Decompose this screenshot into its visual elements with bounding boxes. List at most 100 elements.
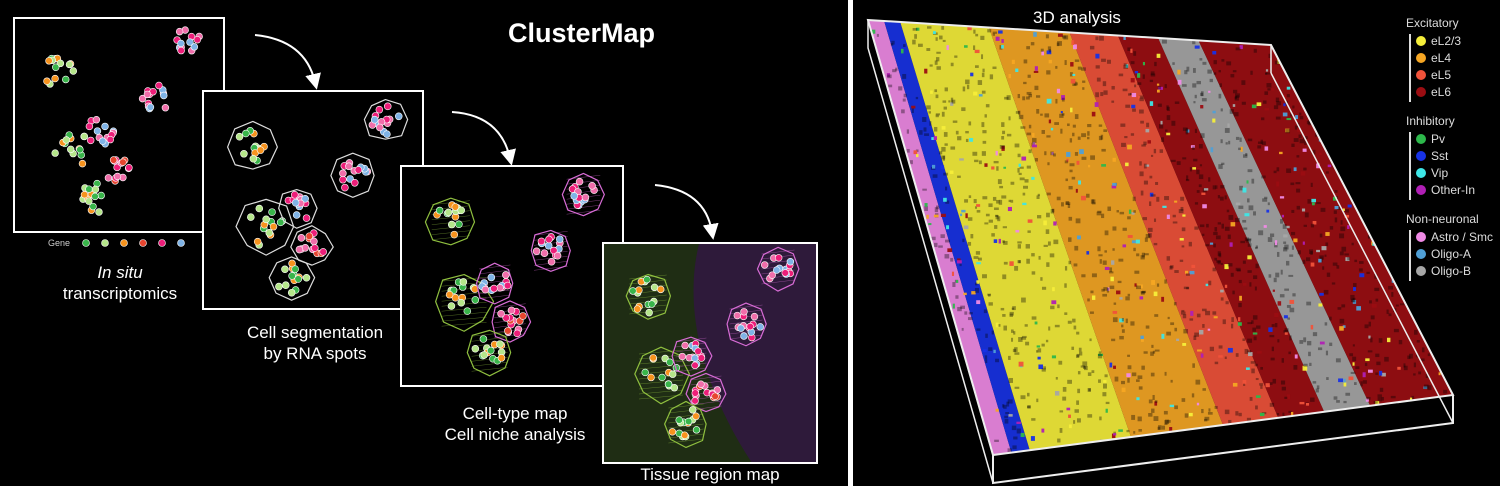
cell-speck bbox=[956, 260, 962, 264]
cell-speck bbox=[1194, 128, 1197, 134]
cell-speck bbox=[1257, 351, 1262, 354]
cell-speck bbox=[1070, 78, 1076, 84]
cell-speck bbox=[1020, 126, 1026, 129]
cell-speck bbox=[984, 355, 988, 360]
rna-spot bbox=[447, 302, 456, 310]
cell-speck bbox=[1139, 95, 1144, 99]
cell-speck bbox=[1136, 285, 1141, 290]
cell-speck bbox=[1134, 283, 1137, 287]
cell-speck bbox=[1220, 196, 1224, 201]
rna-spot bbox=[694, 347, 702, 355]
rna-spot bbox=[773, 266, 781, 274]
cell-speck bbox=[1024, 324, 1028, 327]
cell-mesh-line bbox=[629, 284, 667, 290]
cell-speck bbox=[1027, 74, 1031, 78]
rna-spot bbox=[341, 183, 349, 192]
cell-speck bbox=[1089, 311, 1094, 314]
cell-speck bbox=[1237, 322, 1242, 326]
cell-speck bbox=[1006, 401, 1010, 407]
cell-speck bbox=[1414, 329, 1418, 335]
cell-speck bbox=[1230, 272, 1234, 277]
cell-speck bbox=[1264, 108, 1269, 111]
cell-speck bbox=[912, 39, 916, 45]
cell-speck bbox=[1221, 59, 1225, 62]
rna-spot bbox=[294, 275, 303, 283]
cell-speck bbox=[1149, 192, 1154, 197]
rna-spot bbox=[370, 115, 379, 124]
cell-speck bbox=[1077, 388, 1081, 394]
panel-tissue-region-map bbox=[602, 242, 818, 464]
cell-speck bbox=[1073, 263, 1078, 267]
cell-speck bbox=[1324, 322, 1328, 326]
cell-speck bbox=[1073, 44, 1077, 50]
cell-mesh-line bbox=[675, 362, 707, 368]
cell-speck bbox=[1296, 205, 1301, 210]
cell-speck bbox=[1242, 219, 1247, 223]
cell-speck bbox=[1185, 179, 1190, 182]
cell-speck bbox=[1276, 413, 1280, 416]
cell-speck bbox=[1180, 311, 1186, 315]
cell-speck bbox=[1283, 330, 1288, 333]
rna-spot bbox=[692, 412, 700, 420]
cell-speck bbox=[1031, 176, 1035, 180]
cell-speck bbox=[1076, 353, 1080, 357]
cell-speck bbox=[1277, 301, 1282, 306]
rna-spot bbox=[268, 208, 276, 216]
cell-speck bbox=[1289, 299, 1295, 304]
cell-speck bbox=[1125, 162, 1129, 167]
cell-mesh-line bbox=[566, 210, 601, 215]
cell-speck bbox=[1295, 182, 1301, 185]
cell-speck bbox=[1255, 263, 1259, 269]
rna-spot bbox=[160, 91, 168, 100]
cell-speck bbox=[1174, 327, 1178, 332]
cell-speck bbox=[1386, 337, 1391, 343]
cell-speck bbox=[1166, 256, 1171, 261]
cell-speck bbox=[934, 60, 938, 65]
cell-speck bbox=[1008, 199, 1011, 203]
cell-speck bbox=[1207, 328, 1211, 331]
cell-speck bbox=[985, 213, 990, 217]
cell-speck bbox=[1227, 263, 1233, 267]
cell-speck bbox=[1286, 94, 1290, 98]
cell-speck bbox=[1345, 257, 1350, 262]
cell-speck bbox=[1290, 411, 1294, 416]
cell-speck bbox=[1416, 340, 1420, 343]
rna-spot bbox=[496, 340, 504, 348]
cell-mesh-line bbox=[638, 379, 684, 385]
cell-speck bbox=[903, 93, 907, 98]
cell-speck bbox=[1323, 289, 1329, 295]
cell-speck bbox=[911, 108, 914, 114]
cell-speck bbox=[1068, 260, 1072, 265]
cell-speck bbox=[1199, 164, 1203, 167]
cell-speck bbox=[1111, 260, 1115, 265]
rna-spot bbox=[668, 428, 677, 436]
cell-speck bbox=[1296, 155, 1300, 158]
cell-speck bbox=[1375, 400, 1380, 406]
rna-spot bbox=[689, 406, 697, 414]
cell-speck bbox=[1312, 381, 1317, 384]
cell-speck bbox=[1069, 72, 1073, 77]
cell-speck bbox=[1148, 412, 1153, 417]
cell-speck bbox=[1009, 313, 1013, 317]
cell-speck bbox=[1238, 147, 1241, 151]
rna-spot bbox=[242, 129, 250, 138]
cell-speck bbox=[1036, 109, 1040, 114]
cell-speck bbox=[1299, 401, 1305, 405]
cell-speck bbox=[1335, 358, 1341, 363]
cell-speck bbox=[1020, 395, 1026, 400]
cell-speck bbox=[1339, 326, 1344, 331]
cell-speck bbox=[1051, 355, 1057, 359]
cell-speck bbox=[984, 114, 987, 118]
cell-speck bbox=[1091, 111, 1096, 117]
cell-speck bbox=[1077, 136, 1081, 140]
cell-speck bbox=[1234, 97, 1239, 101]
rna-spot bbox=[519, 312, 527, 320]
cell-speck bbox=[1213, 60, 1217, 65]
cell-speck bbox=[1076, 418, 1081, 423]
cell-speck bbox=[1344, 253, 1349, 256]
cell-speck bbox=[1026, 258, 1030, 264]
cell-speck bbox=[1072, 81, 1077, 87]
cell-speck bbox=[1133, 431, 1136, 434]
cell-speck bbox=[984, 222, 989, 225]
